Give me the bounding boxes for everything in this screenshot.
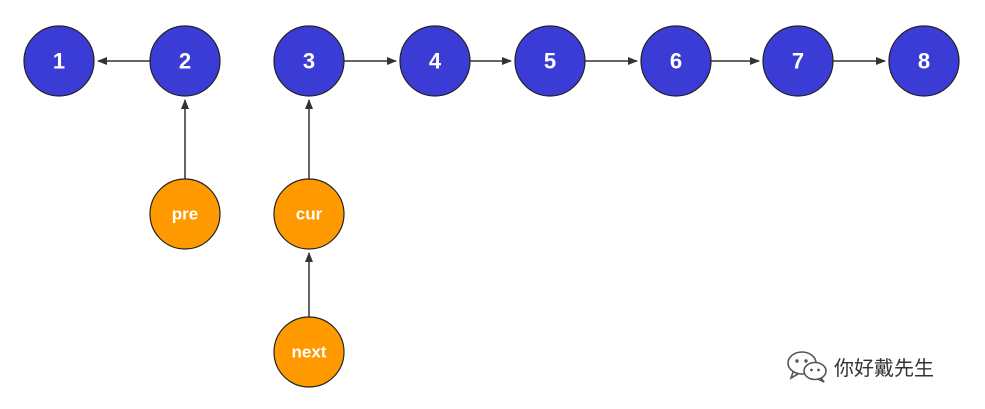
pointer-node-pre: pre: [149, 178, 221, 250]
pointer-node-label: next: [292, 343, 327, 362]
list-node-label: 5: [544, 49, 556, 74]
list-node-n6: 6: [640, 25, 712, 97]
list-node-label: 1: [53, 49, 65, 74]
watermark: 你好戴先生: [786, 346, 934, 386]
list-node-circle: [23, 25, 95, 97]
pointer-node-label: pre: [172, 205, 198, 224]
list-node-circle: [149, 25, 221, 97]
list-node-circle: [273, 25, 345, 97]
pointer-node-next: next: [273, 316, 345, 388]
list-node-n7: 7: [762, 25, 834, 97]
list-node-label: 6: [670, 49, 682, 74]
list-node-n5: 5: [514, 25, 586, 97]
pointer-node-label: cur: [296, 205, 323, 224]
list-node-label: 3: [303, 49, 315, 74]
list-node-circle: [888, 25, 960, 97]
watermark-text: 你好戴先生: [834, 355, 934, 380]
wechat-icon: [787, 351, 827, 383]
list-node-n1: 1: [23, 25, 95, 97]
pointer-node-circle: [273, 316, 345, 388]
list-node-n2: 2: [149, 25, 221, 97]
edges-layer: [97, 57, 886, 317]
list-node-label: 2: [179, 49, 191, 74]
list-node-label: 7: [792, 49, 804, 74]
list-node-n8: 8: [888, 25, 960, 97]
list-node-label: 8: [918, 49, 930, 74]
pointer-node-circle: [149, 178, 221, 250]
pointer-node-circle: [273, 178, 345, 250]
list-node-n4: 4: [399, 25, 471, 97]
list-node-n3: 3: [273, 25, 345, 97]
list-node-label: 4: [429, 49, 442, 74]
list-node-circle: [514, 25, 586, 97]
nodes-layer: 1 2 3 4 5 6 7 8 pre cur next: [23, 25, 960, 388]
pointer-node-cur: cur: [273, 178, 345, 250]
list-node-circle: [399, 25, 471, 97]
list-node-circle: [640, 25, 712, 97]
list-node-circle: [762, 25, 834, 97]
